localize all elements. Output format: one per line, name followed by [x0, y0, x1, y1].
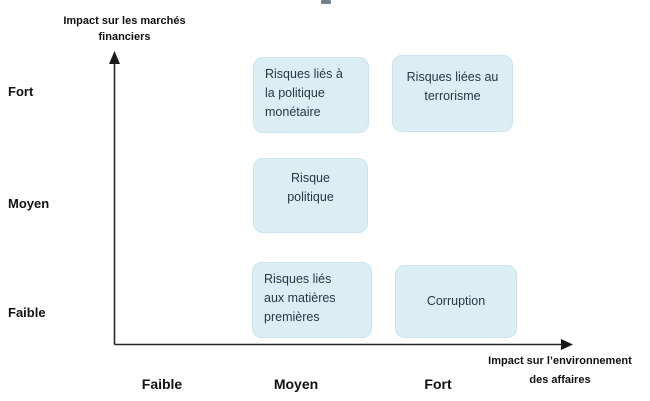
y-axis-label-fort: Fort: [8, 84, 34, 99]
y-axis-label-faible: Faible: [8, 305, 46, 320]
x-axis-arrowhead-icon: [561, 339, 573, 350]
x-axis-title: Impact sur l’environnement des affaires: [488, 355, 632, 386]
risk-box-commodities: Risques liés aux matières premières: [252, 262, 372, 338]
x-axis-label-faible: Faible: [141, 376, 183, 392]
risk-box-terrorism: Risques liées au terrorisme: [392, 55, 513, 132]
y-axis-label-moyen: Moyen: [8, 196, 50, 211]
risk-box-monetary-policy: Risques liés à la politique monétaire: [253, 57, 369, 133]
risk-box-corruption: Corruption: [395, 265, 517, 338]
y-axis-arrowhead-icon: [109, 51, 120, 64]
y-axis-title: Impact sur les marchés financiers: [63, 15, 186, 43]
x-axis-label-fort: Fort: [424, 376, 452, 392]
risk-box-political: Risque politique: [253, 158, 368, 233]
x-axis-label-moyen: Moyen: [273, 376, 319, 392]
cropped-artifact: [321, 0, 331, 4]
